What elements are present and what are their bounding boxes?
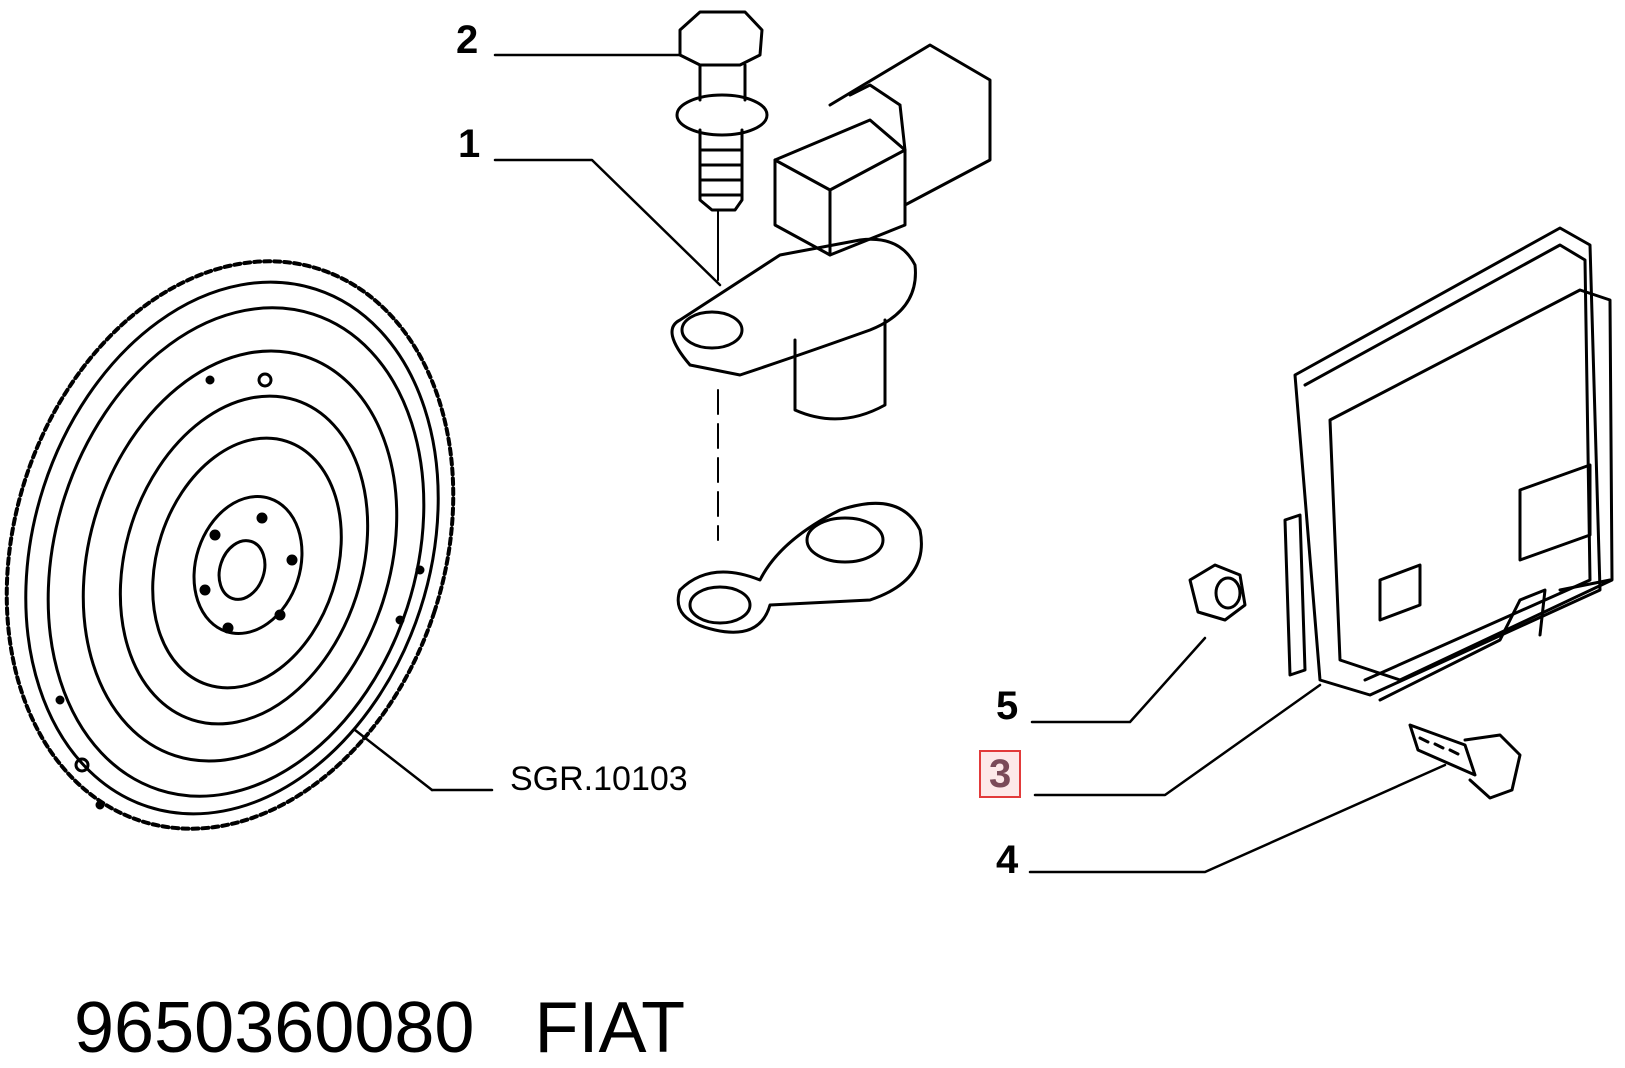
reference-label[interactable]: SGR.10103 [510,760,688,798]
callout-1[interactable]: 1 [458,122,481,166]
footer-gap [474,988,534,1068]
leader-lines [353,53,1447,874]
footer: 9650360080 FIAT [34,920,685,1064]
callout-4[interactable]: 4 [996,838,1019,882]
sensor-drawing [670,10,992,634]
brand-name: FIAT [534,988,686,1068]
callout-3-highlighted[interactable]: 3 [979,750,1022,798]
ecu-drawing [1188,226,1614,800]
flywheel-drawing [4,259,456,831]
part-number: 9650360080 [74,988,475,1068]
callout-2[interactable]: 2 [456,18,479,62]
callout-5[interactable]: 5 [996,684,1019,728]
